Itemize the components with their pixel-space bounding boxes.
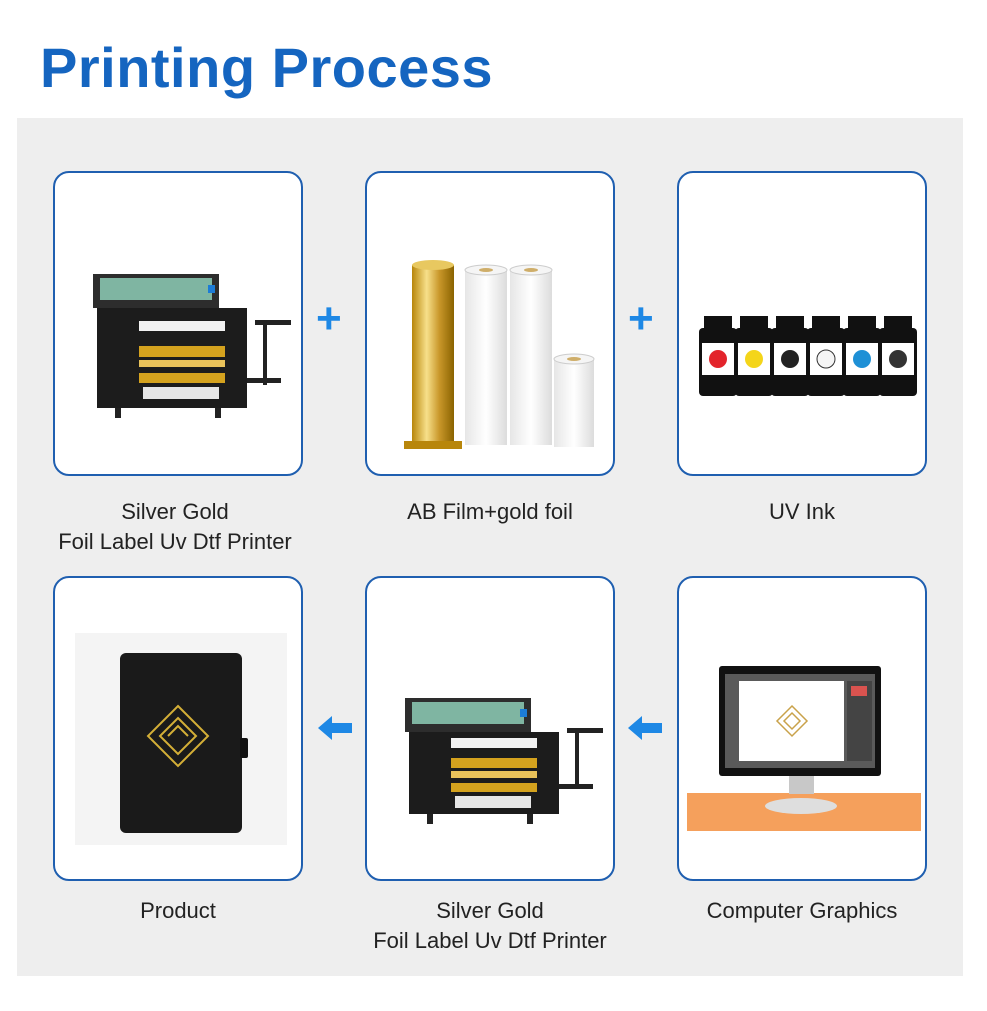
arrow-left-icon-2: [628, 713, 662, 749]
card-printer-bottom: [365, 576, 615, 881]
caption-computer: Computer Graphics: [706, 898, 898, 923]
caption-product: Product: [140, 898, 216, 923]
caption-printer-bottom: Silver Gold Foil Label Uv Dtf Printer: [340, 896, 640, 956]
plus-icon-1: +: [316, 294, 342, 343]
card-computer: [677, 576, 927, 881]
printer-image: [405, 698, 603, 824]
page-title: Printing Process: [40, 36, 494, 99]
caption-ink: UV Ink: [768, 499, 836, 524]
caption-line: Silver Gold: [121, 499, 229, 524]
notebook-image: [75, 633, 287, 845]
caption-film: AB Film+gold foil: [407, 499, 573, 524]
caption-line: Silver Gold: [436, 898, 544, 923]
film-rolls-image: [404, 260, 595, 449]
card-ink: [677, 171, 927, 476]
computer-monitor-image: [687, 666, 921, 831]
ink-bottles-image: [699, 316, 917, 396]
card-printer-top: [53, 171, 303, 476]
plus-icon-2: +: [628, 294, 654, 343]
printer-image: [93, 274, 291, 418]
card-product: [53, 576, 303, 881]
caption-printer-top: Silver Gold Foil Label Uv Dtf Printer: [25, 497, 325, 557]
caption-line: Foil Label Uv Dtf Printer: [373, 928, 607, 953]
card-film: [365, 171, 615, 476]
caption-line: Foil Label Uv Dtf Printer: [58, 529, 292, 554]
arrow-left-icon-1: [318, 713, 352, 749]
